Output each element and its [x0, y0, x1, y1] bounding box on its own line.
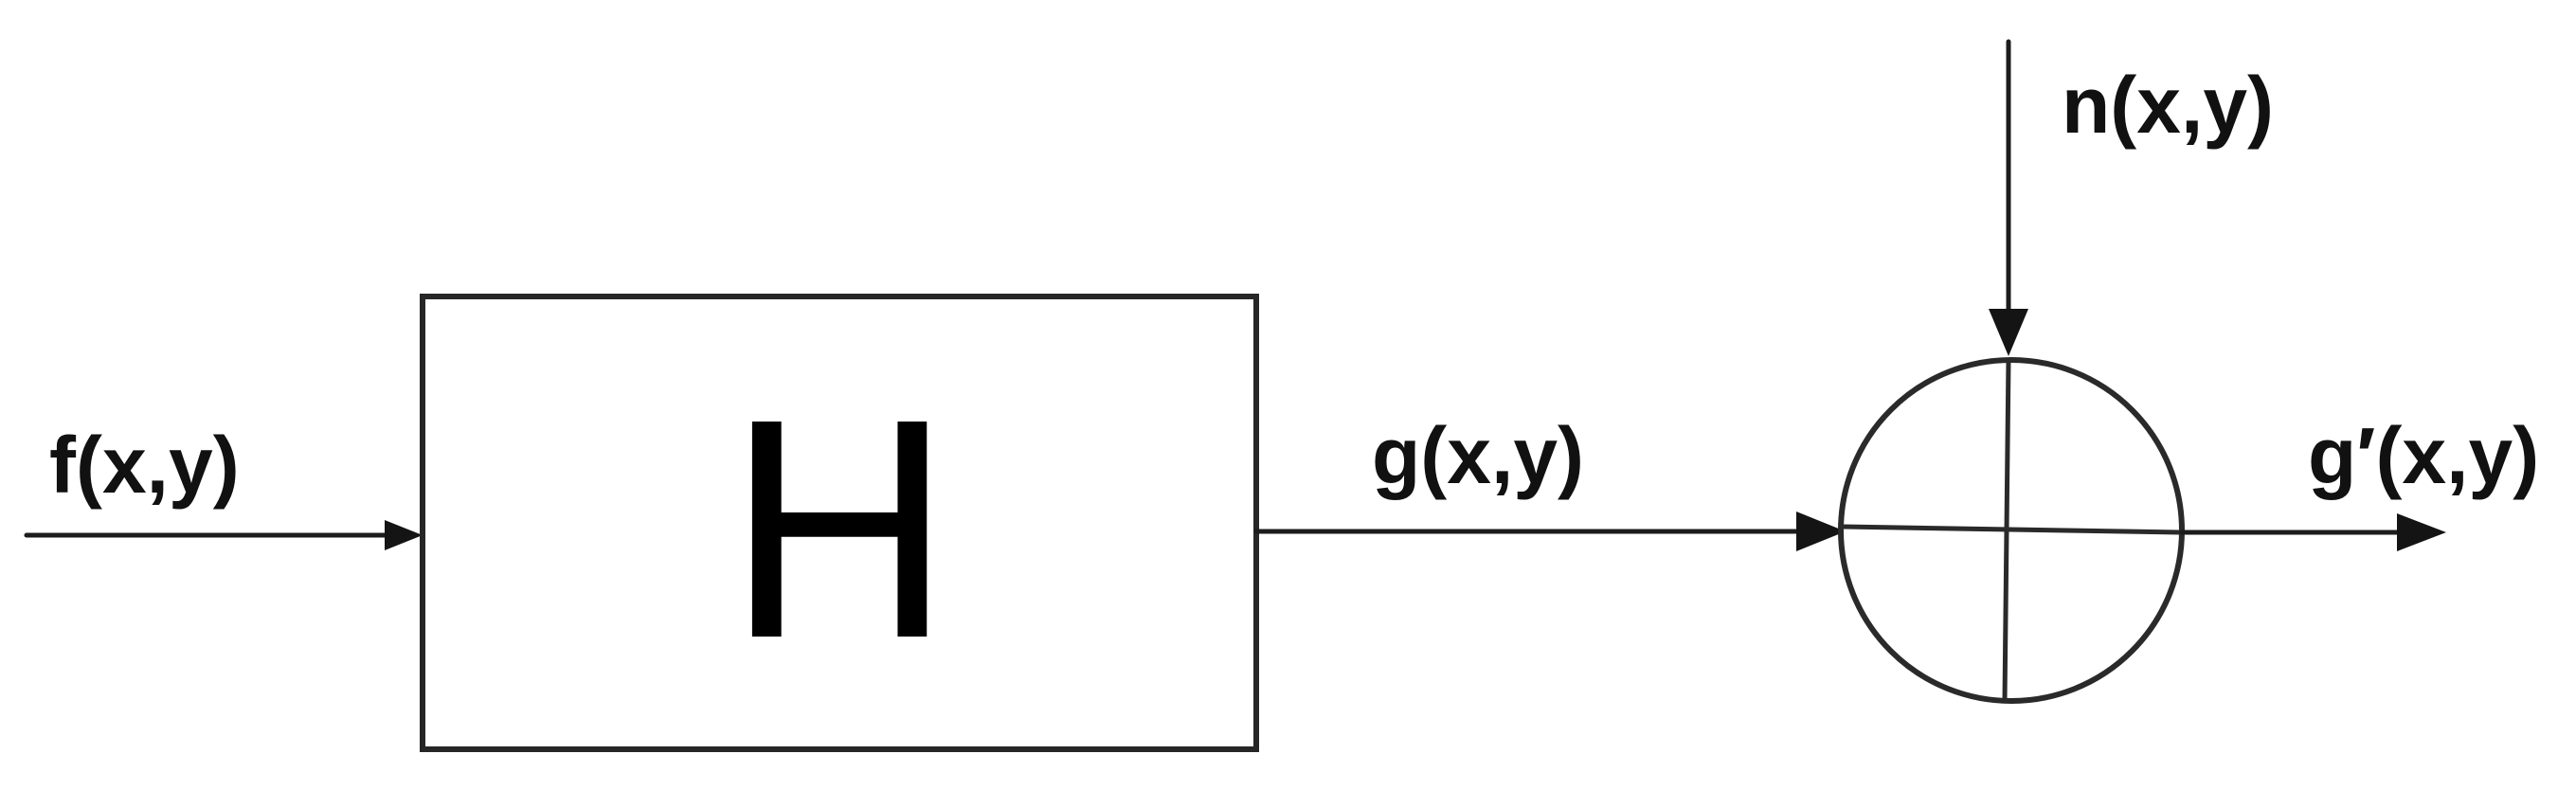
noise-signal-label: n(x,y)	[2062, 61, 2274, 150]
block-label: H	[727, 353, 952, 703]
output-arrowhead	[2397, 513, 2446, 551]
summing-junction-vertical-bar	[2002, 359, 2011, 702]
summing-junction	[1838, 357, 2185, 704]
intermediate-signal-label: g(x,y)	[1372, 411, 1584, 500]
input-signal-label: f(x,y)	[49, 421, 240, 510]
input-arrowhead	[385, 520, 423, 550]
degradation-function-block	[420, 294, 1259, 752]
noise-arrowhead	[1989, 309, 2028, 356]
output-signal-label: g′(x,y)	[2308, 411, 2539, 500]
summing-junction-horizontal-bar	[1843, 524, 2181, 535]
intermediate-arrowhead	[1796, 512, 1846, 551]
